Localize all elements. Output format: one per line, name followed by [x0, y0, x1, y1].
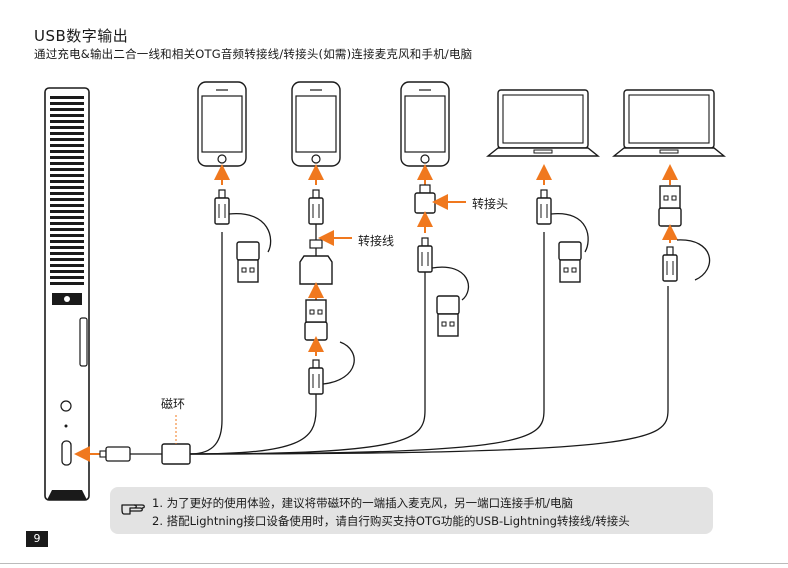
ferrite-label: 磁环	[161, 395, 185, 412]
microphone-illustration	[45, 88, 89, 500]
ferrite-ring	[162, 444, 190, 464]
note-line-2: 2. 搭配Lightning接口设备使用时，请自行购买支持OTG功能的USB-L…	[152, 513, 630, 529]
notes-box: 1. 为了更好的使用体验，建议将带磁环的一端插入麦克风，另一端口连接手机/电脑 …	[110, 487, 713, 534]
bottom-divider	[0, 563, 788, 564]
pointing-hand-icon	[120, 497, 146, 517]
adapter-head-label: 转接头	[472, 195, 508, 212]
note-line-1: 1. 为了更好的使用体验，建议将带磁环的一端插入麦克风，另一端口连接手机/电脑	[152, 495, 573, 511]
mic-cable-plug	[100, 447, 162, 461]
adapter-cable-label: 转接线	[358, 232, 394, 249]
page-number: 9	[26, 531, 48, 547]
